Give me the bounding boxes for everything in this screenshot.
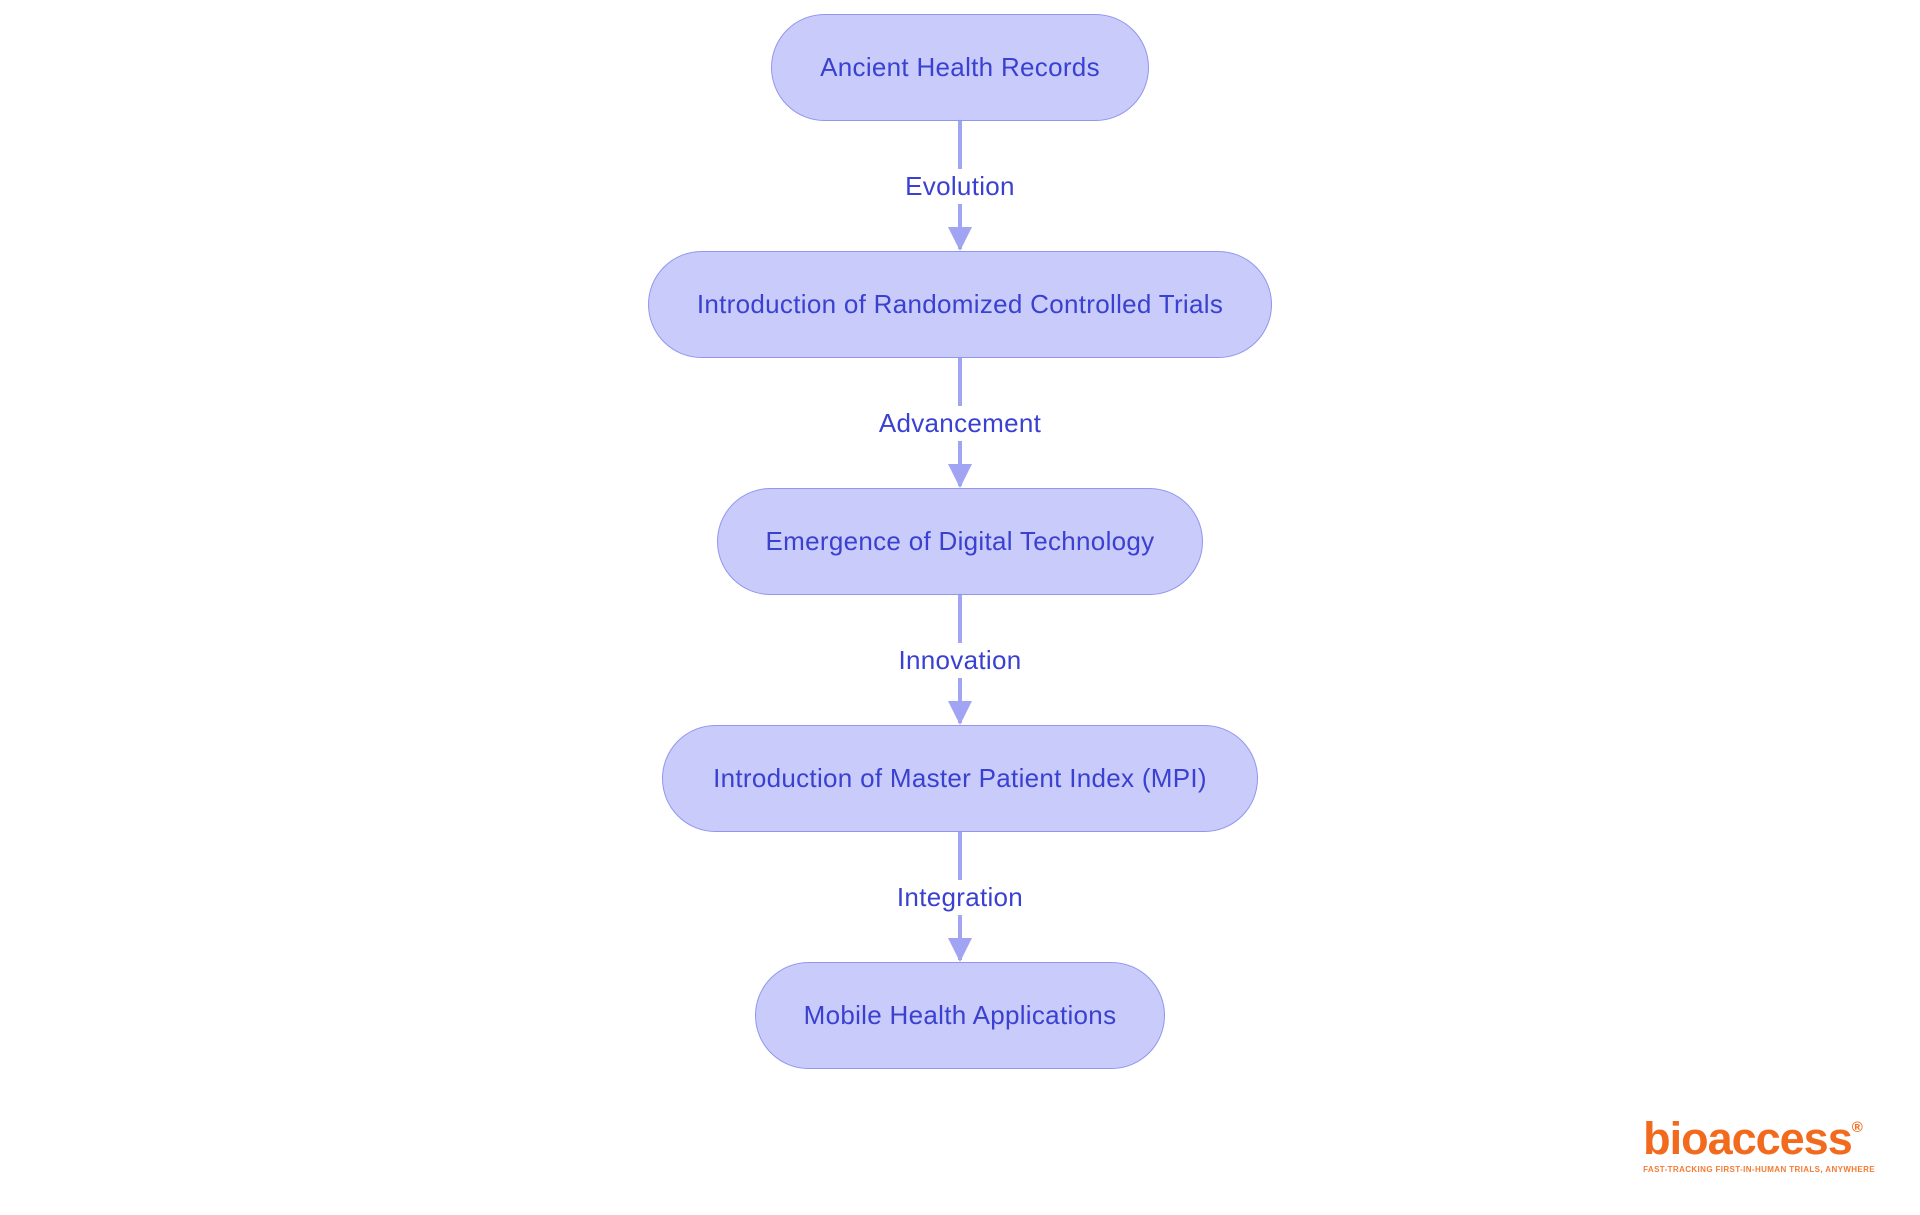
flow-node-label: Introduction of Randomized Controlled Tr… [696, 289, 1224, 319]
flow-node-emergence-of-digital-technology: Emergence of Digital Technology [716, 488, 1204, 595]
bioaccess-logo: bioaccess® FAST-TRACKING FIRST-IN-HUMAN … [1643, 1116, 1875, 1174]
edge-label: Advancement [866, 405, 1054, 441]
flow-node-introduction-of-randomized-controlled-trials: Introduction of Randomized Controlled Tr… [647, 251, 1273, 358]
bioaccess-wordmark: bioaccess® [1643, 1116, 1875, 1161]
logo-tagline: FAST-TRACKING FIRST-IN-HUMAN TRIALS, ANY… [1643, 1165, 1875, 1174]
logo-text: bioaccess [1643, 1113, 1853, 1164]
flowchart: Ancient Health Records Evolution Introdu… [0, 14, 1920, 1069]
flow-node-mobile-health-applications: Mobile Health Applications [754, 962, 1166, 1069]
edge-innovation: Innovation [760, 595, 1160, 725]
edge-label: Integration [884, 879, 1036, 915]
edge-label: Evolution [893, 168, 1027, 204]
edge-integration: Integration [760, 832, 1160, 962]
edge-label: Innovation [886, 642, 1034, 678]
flow-node-label: Ancient Health Records [820, 52, 1100, 82]
arrow-down-icon [948, 938, 972, 962]
flow-node-label: Introduction of Master Patient Index (MP… [713, 763, 1207, 793]
arrow-down-icon [948, 227, 972, 251]
flow-node-label: Emergence of Digital Technology [765, 526, 1155, 556]
flow-node-introduction-of-master-patient-index: Introduction of Master Patient Index (MP… [662, 725, 1258, 832]
arrow-down-icon [948, 464, 972, 488]
edge-advancement: Advancement [760, 358, 1160, 488]
registered-trademark-icon: ® [1851, 1119, 1863, 1136]
flow-node-label: Mobile Health Applications [803, 1000, 1117, 1030]
edge-evolution: Evolution [760, 121, 1160, 251]
arrow-down-icon [948, 701, 972, 725]
flow-node-ancient-health-records: Ancient Health Records [771, 14, 1149, 121]
